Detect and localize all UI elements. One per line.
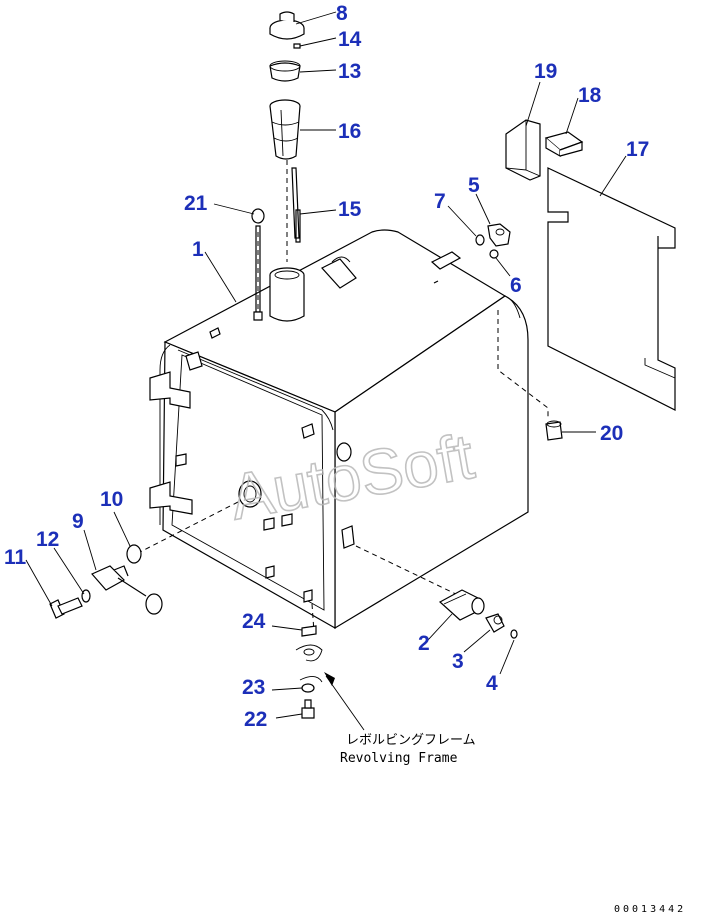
hidden-lines xyxy=(139,160,549,633)
callout-3: 3 xyxy=(452,650,464,673)
callout-5: 5 xyxy=(468,174,480,197)
callout-21: 21 xyxy=(184,192,208,215)
drawing-code: 00013442 xyxy=(614,904,686,915)
callout-1: 1 xyxy=(192,238,204,261)
part-14-pin xyxy=(293,43,301,49)
part-9-gauge xyxy=(91,565,163,615)
callout-23: 23 xyxy=(242,676,265,699)
callout-labels: 8 14 13 16 15 21 1 19 18 17 5 7 6 20 10 … xyxy=(4,2,649,731)
callout-10: 10 xyxy=(100,488,123,511)
callout-14: 14 xyxy=(338,28,362,51)
part-20-fitting xyxy=(545,420,563,441)
callout-22: 22 xyxy=(244,708,267,731)
callout-4: 4 xyxy=(486,672,498,695)
part-11-bolt xyxy=(49,597,83,619)
part-4-oring xyxy=(510,629,518,639)
part-15-gauge-rod xyxy=(291,167,301,243)
callout-19: 19 xyxy=(534,60,557,83)
callout-11: 11 xyxy=(4,546,27,569)
part-13-ring xyxy=(269,60,301,82)
part-5-elbow xyxy=(487,223,511,247)
part-19-block xyxy=(505,119,541,181)
callout-16: 16 xyxy=(338,120,361,143)
callout-2: 2 xyxy=(418,632,430,655)
callout-12: 12 xyxy=(36,528,59,551)
part-17-plate xyxy=(547,167,676,411)
callout-17: 17 xyxy=(626,138,649,161)
callout-15: 15 xyxy=(338,198,362,221)
part-18-pad xyxy=(544,131,584,158)
callout-18: 18 xyxy=(578,84,602,107)
part-21-breather xyxy=(251,208,265,321)
part-7-washer xyxy=(475,234,485,246)
callout-9: 9 xyxy=(72,510,84,533)
callout-6: 6 xyxy=(510,274,522,297)
part-3-plug xyxy=(485,613,505,633)
leader-lines xyxy=(25,11,627,731)
part-8-cap xyxy=(269,11,305,40)
part-24-shim xyxy=(295,625,323,662)
callout-8: 8 xyxy=(336,2,348,25)
callout-24: 24 xyxy=(242,610,266,633)
part-23-washer xyxy=(299,676,323,693)
callout-13: 13 xyxy=(338,60,361,83)
callout-7: 7 xyxy=(434,190,446,213)
part-22-bolt xyxy=(301,699,315,719)
callout-20: 20 xyxy=(600,422,623,445)
part-10-gasket xyxy=(126,544,142,564)
note-english: Revolving Frame xyxy=(340,751,458,766)
fuel-tank xyxy=(149,229,529,630)
part-2-valve xyxy=(438,589,485,621)
part-16-strainer xyxy=(269,99,301,160)
revolving-frame-note: レボルビングフレーム Revolving Frame xyxy=(340,733,476,766)
part-12-washer xyxy=(81,589,91,603)
part-6-oring xyxy=(489,249,499,259)
note-japanese: レボルビングフレーム xyxy=(346,733,476,748)
